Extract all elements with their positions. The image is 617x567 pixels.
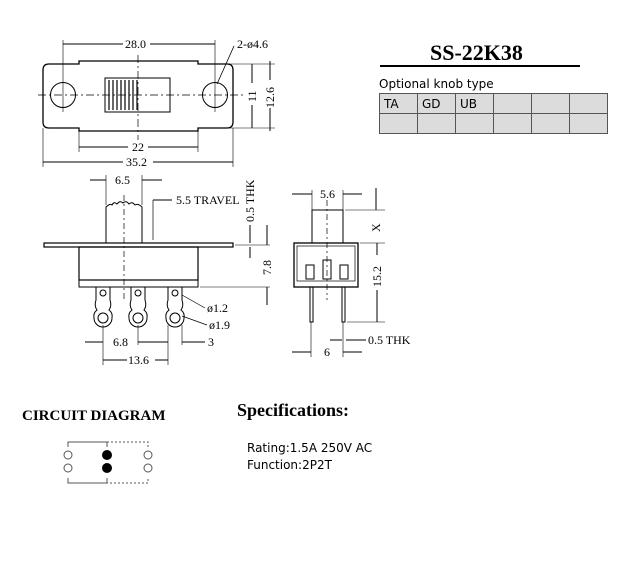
empty-cell bbox=[379, 113, 418, 134]
knob-type-cell bbox=[569, 93, 608, 114]
end-view bbox=[292, 188, 385, 357]
dim-knob-height: X bbox=[369, 223, 383, 232]
dim-pin-pitch: 6.8 bbox=[113, 335, 128, 349]
dim-small-hole: ø1.2 bbox=[207, 301, 228, 315]
dim-tab-width: 3 bbox=[208, 335, 214, 349]
dim-plate-thickness: 0.5 THK bbox=[243, 179, 257, 222]
terminals bbox=[93, 287, 185, 328]
empty-cell bbox=[531, 113, 570, 134]
dim-end-height: 15.2 bbox=[370, 266, 384, 287]
specifications-title: Specifications: bbox=[237, 400, 349, 420]
dim-large-hole: ø1.9 bbox=[209, 318, 230, 332]
side-view bbox=[43, 175, 270, 365]
dim-end-knob-width: 5.6 bbox=[320, 187, 335, 201]
dim-pin-thickness: 0.5 THK bbox=[368, 333, 411, 347]
dim-travel: 5.5 TRAVEL bbox=[176, 193, 240, 207]
knob-type-cell: GD bbox=[417, 93, 456, 114]
dim-overall-width: 35.2 bbox=[126, 155, 147, 169]
empty-cell bbox=[493, 113, 532, 134]
dim-body-height: 7.8 bbox=[260, 260, 274, 275]
dim-outer-height: 12.6 bbox=[263, 87, 277, 108]
dim-inner-height: 11 bbox=[245, 90, 259, 102]
dim-holes: 2-ø4.6 bbox=[237, 37, 268, 51]
knob-type-cell: UB bbox=[455, 93, 494, 114]
knob-options-label: Optional knob type bbox=[379, 77, 494, 91]
empty-cell bbox=[455, 113, 494, 134]
knob-type-cell: TA bbox=[379, 93, 418, 114]
knob-type-table: TA GD UB bbox=[379, 93, 608, 134]
knob-type-cell bbox=[493, 93, 532, 114]
dim-hole-pitch: 28.0 bbox=[125, 37, 146, 51]
part-number-title: SS-22K38 bbox=[430, 40, 523, 65]
spec-rating: Rating:1.5A 250V AC bbox=[247, 441, 373, 455]
knob-type-cell bbox=[531, 93, 570, 114]
spec-function: Function:2P2T bbox=[247, 458, 332, 472]
dim-outer-pitch: 13.6 bbox=[128, 353, 149, 367]
circuit-diagram-title: CIRCUIT DIAGRAM bbox=[22, 408, 166, 424]
dim-knob-width: 6.5 bbox=[115, 173, 130, 187]
dim-pin-spacing: 6 bbox=[324, 345, 330, 359]
dim-inner-width: 22 bbox=[132, 140, 144, 154]
empty-cell bbox=[417, 113, 456, 134]
empty-cell bbox=[569, 113, 608, 134]
top-view bbox=[38, 40, 275, 167]
circuit-diagram bbox=[63, 441, 153, 484]
